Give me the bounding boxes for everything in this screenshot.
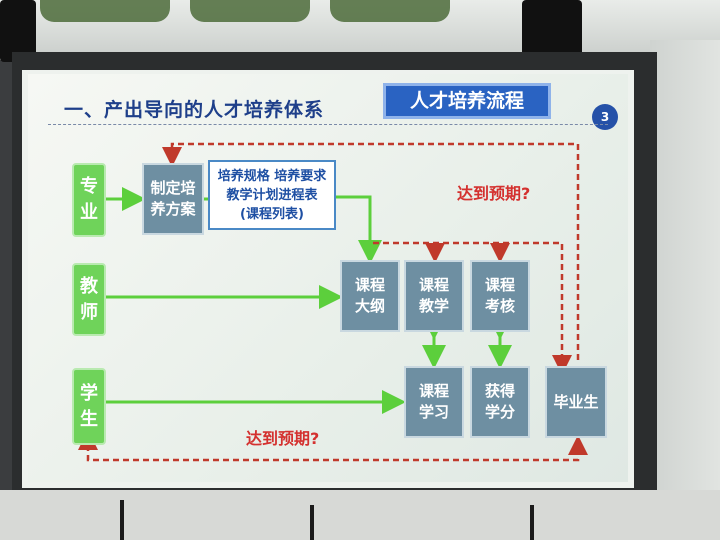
requirements-line-1: 培养规格 培养要求 (217, 168, 327, 184)
role-teacher-label: 教师 (80, 275, 98, 323)
role-major-label: 专业 (80, 176, 98, 223)
header-divider (48, 124, 608, 125)
node-syllabus: 课程大纲 (340, 260, 400, 332)
node-learning: 课程学习 (404, 366, 464, 438)
speaker-right (522, 0, 582, 56)
feedback-bottom-loop (78, 430, 588, 462)
stand-leg (530, 505, 534, 540)
ceiling-plant (330, 0, 450, 22)
node-requirements: 培养规格 培养要求 教学计划进程表 (课程列表) (208, 160, 336, 230)
arrow-requirements-to-syllabus (336, 195, 382, 264)
feedback-top-loop (162, 142, 580, 360)
node-plan: 制定培养方案 (142, 163, 204, 235)
section-badge: 人才培养流程 (383, 83, 551, 119)
speaker-left (0, 0, 36, 62)
requirements-line-2: 教学计划进程表 (226, 187, 318, 203)
node-graduate: 毕业生 (545, 366, 607, 438)
ceiling-plant (190, 0, 310, 22)
node-teaching: 课程教学 (404, 260, 464, 332)
role-major: 专业 (72, 163, 106, 237)
role-teacher: 教师 (72, 263, 106, 336)
node-assessment: 课程考核 (470, 260, 530, 332)
stand-leg (120, 500, 124, 540)
stand-leg (310, 505, 314, 540)
question-bottom: 达到预期? (246, 429, 320, 448)
question-top: 达到预期? (457, 184, 531, 203)
role-student: 学生 (72, 368, 106, 445)
ceiling-plant (40, 0, 170, 22)
requirements-line-3: (课程列表) (240, 206, 304, 222)
wall (650, 40, 720, 500)
page-number: 3 (592, 104, 618, 130)
node-credit: 获得学分 (470, 366, 530, 438)
slide-title: 一、产出导向的人才培养体系 (64, 99, 325, 121)
role-student-label: 学生 (80, 382, 98, 430)
